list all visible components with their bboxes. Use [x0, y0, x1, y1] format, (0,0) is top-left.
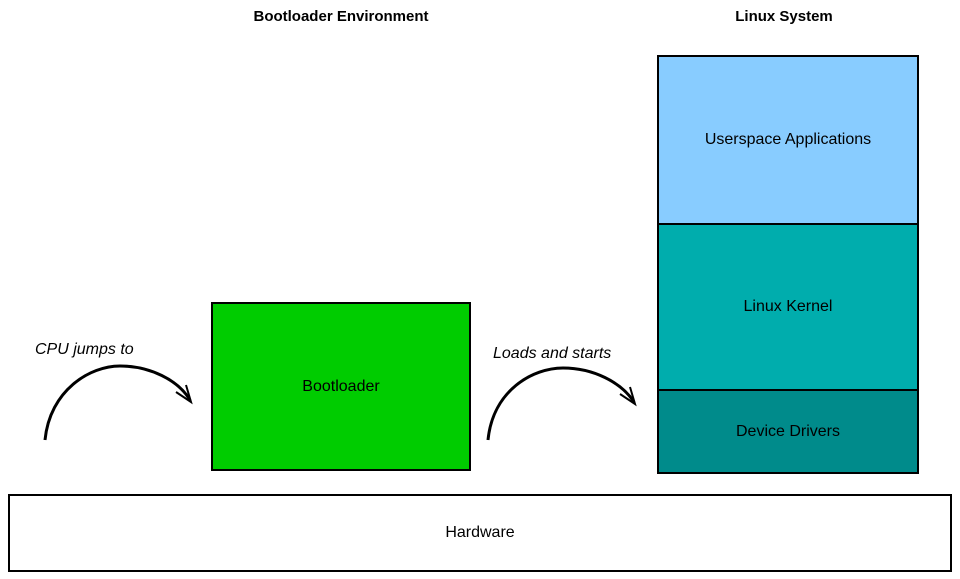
drivers-label: Device Drivers [735, 422, 840, 440]
linux-kernel-box: Linux Kernel [657, 223, 919, 391]
userspace-applications-box: Userspace Applications [657, 55, 919, 225]
cpu-jumps-label: CPU jumps to [35, 341, 134, 358]
loads-starts-label: Loads and starts [493, 345, 612, 362]
bootloader-environment-title: Bootloader Environment [253, 8, 429, 25]
bootloader-box: Bootloader [211, 302, 471, 471]
userspace-label: Userspace Applications [704, 131, 872, 148]
cpu-jumps-arrow [43, 364, 193, 441]
bootloader-label: Bootloader [302, 377, 380, 395]
linux-system-title: Linux System [735, 8, 833, 25]
kernel-label: Linux Kernel [743, 298, 833, 315]
hardware-box: Hardware [8, 494, 952, 572]
hardware-label: Hardware [445, 524, 515, 541]
device-drivers-box: Device Drivers [657, 389, 919, 474]
loads-starts-arrow [486, 366, 637, 441]
